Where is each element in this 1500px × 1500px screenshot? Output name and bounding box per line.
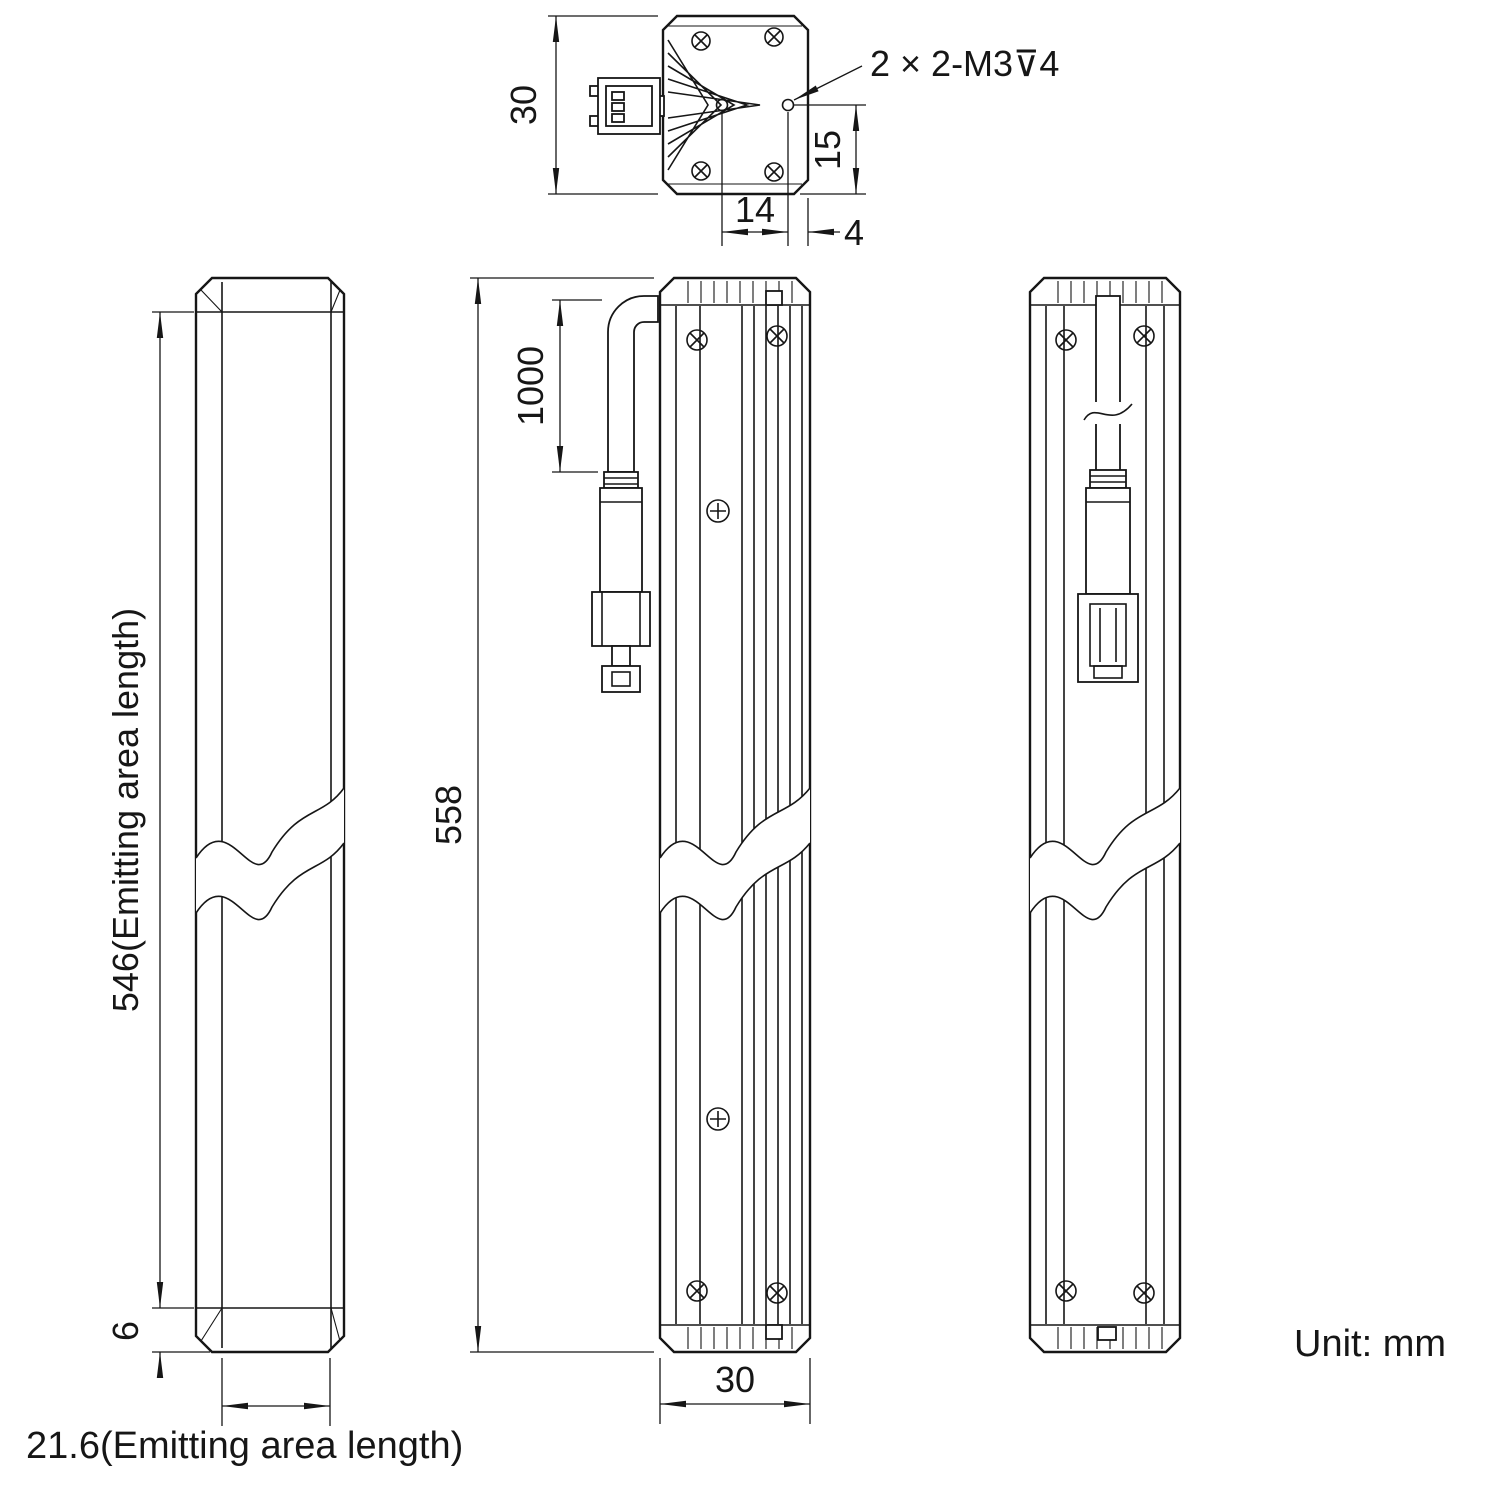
dim-depth-label: 30 (503, 85, 544, 125)
corner-screws (691, 27, 784, 182)
dim-14-label: 14 (735, 189, 775, 230)
dim-cable-length-label: 1000 (510, 346, 551, 426)
side-view: 1000 558 30 (428, 276, 812, 1424)
front-view: 546(Emitting area length) 6 21.6(Emittin… (26, 276, 463, 1467)
side-view-dimension-lines (470, 277, 811, 1424)
heatsink-fins (667, 39, 761, 171)
dim-6-label: 6 (105, 1321, 146, 1341)
dim-width-label: 30 (715, 1359, 755, 1400)
front-view-dimension-lines (152, 311, 331, 1426)
rear-cable-and-plug (1077, 295, 1139, 683)
dim-emitting-width-label: 21.6(Emitting area length) (26, 1425, 463, 1467)
dim-total-length-label: 558 (428, 785, 469, 845)
top-view: 30 2 × 2-M3⊽4 15 14 4 (503, 14, 1059, 253)
power-connector (589, 77, 665, 135)
rear-screws (1055, 325, 1155, 1304)
side-screws (686, 325, 788, 1304)
dim-emitting-length-label: 546(Emitting area length) (105, 608, 146, 1012)
unit-note: Unit: mm (1294, 1323, 1446, 1365)
dim-15-label: 15 (807, 130, 848, 170)
rear-view (1028, 276, 1182, 1354)
cable-and-plug (591, 295, 659, 693)
dim-4-label: 4 (844, 212, 864, 253)
hole-callout-label: 2 × 2-M3⊽4 (870, 43, 1059, 84)
top-view-dimension-lines (548, 15, 866, 246)
mounting-holes (715, 98, 795, 112)
